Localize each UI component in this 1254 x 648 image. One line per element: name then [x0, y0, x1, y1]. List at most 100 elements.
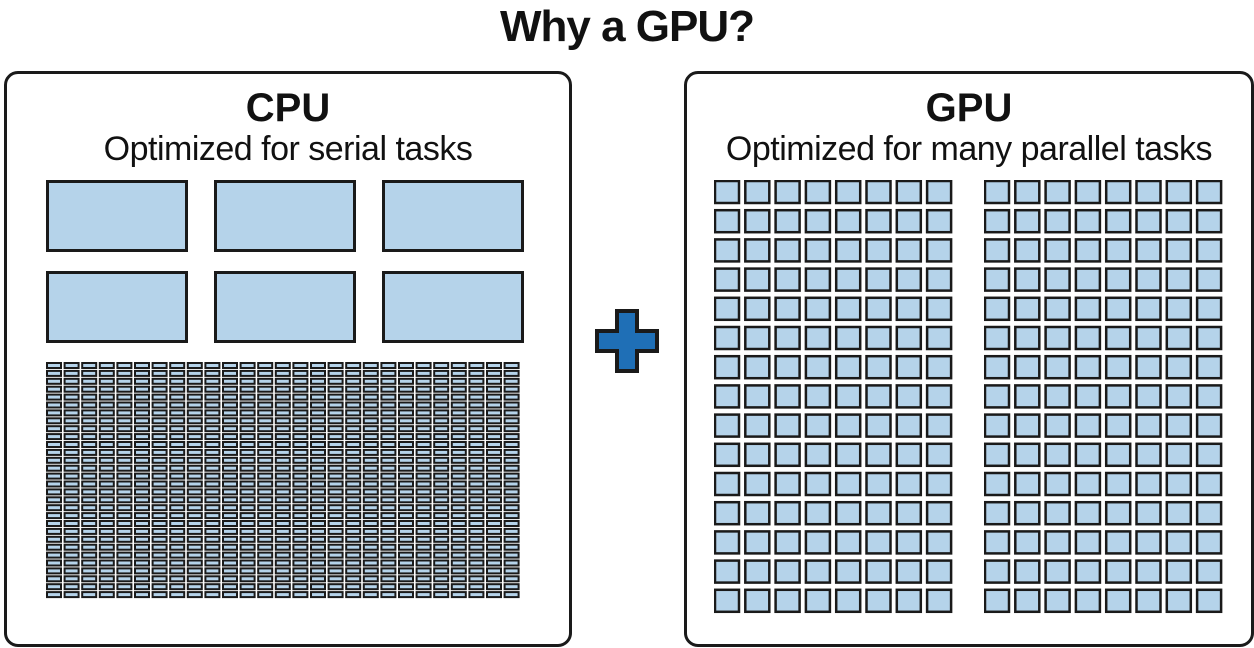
- cpu-cache-cell: [116, 567, 133, 575]
- cpu-cache-cell: [327, 567, 344, 575]
- cpu-cache-cell: [274, 417, 291, 425]
- gpu-core: [1165, 208, 1193, 234]
- cpu-cache-cell: [169, 520, 186, 527]
- gpu-core: [1135, 354, 1162, 380]
- cpu-cache-cell: [398, 369, 414, 377]
- cpu-cache-cell: [169, 512, 186, 520]
- cpu-cache-cell: [274, 591, 291, 599]
- cpu-cache-cell: [398, 583, 414, 591]
- cpu-cache-cell: [222, 488, 238, 496]
- gpu-core: [1014, 296, 1041, 322]
- gpu-core: [714, 413, 741, 438]
- cpu-cache-cell: [116, 369, 133, 377]
- gpu-core: [1195, 296, 1223, 322]
- cpu-cache-cell: [362, 472, 379, 480]
- cpu-cache-cell: [186, 527, 203, 535]
- gpu-core: [1165, 530, 1193, 555]
- gpu-core: [1044, 442, 1071, 468]
- cpu-cache-cell: [257, 535, 274, 543]
- cpu-cache-cell: [433, 456, 450, 464]
- cpu-cache-cell: [433, 535, 450, 543]
- cpu-cache-cell: [327, 409, 344, 417]
- cpu-cache-cell: [503, 448, 520, 456]
- gpu-core: [834, 588, 862, 614]
- cpu-cache-cell: [204, 441, 221, 448]
- cpu-cache-cell: [398, 527, 414, 535]
- cpu-cache-cell: [98, 417, 115, 425]
- cpu-cache-cell: [292, 551, 309, 559]
- cpu-cache-cell: [169, 472, 186, 480]
- cpu-cache-cell: [46, 369, 62, 377]
- gpu-core: [774, 588, 801, 614]
- gpu-core: [984, 384, 1011, 409]
- gpu-core: [744, 238, 771, 263]
- cpu-cache-cell: [380, 488, 397, 496]
- cpu-cache-cell: [486, 520, 502, 527]
- gpu-core: [714, 325, 741, 351]
- cpu-cache-cell: [151, 488, 168, 496]
- cpu-cache-cell: [186, 369, 203, 377]
- gpu-core: [714, 296, 741, 322]
- cpu-cache-cell: [503, 559, 520, 567]
- gpu-core: [865, 413, 892, 438]
- cpu-cache-cell: [503, 472, 520, 480]
- cpu-cache-cell: [292, 401, 309, 409]
- cpu-cache-cell: [486, 417, 502, 425]
- cpu-cache-cell: [257, 512, 274, 520]
- cpu-cache-cell: [116, 504, 133, 512]
- cpu-cache-cell: [222, 535, 238, 543]
- cpu-cache-cell: [503, 543, 520, 551]
- gpu-core: [984, 354, 1011, 380]
- cpu-cache-cell: [310, 464, 326, 472]
- gpu-core: [804, 354, 832, 380]
- cpu-cache-cell: [151, 456, 168, 464]
- cpu-cache-cell: [362, 448, 379, 456]
- cpu-cache-cell: [486, 559, 502, 567]
- gpu-core: [744, 471, 771, 497]
- cpu-cache-cell: [362, 417, 379, 425]
- cpu-cache-cell: [186, 520, 203, 527]
- gpu-core: [1135, 500, 1162, 526]
- cpu-cache-cell: [116, 409, 133, 417]
- cpu-cache-cell: [380, 527, 397, 535]
- cpu-cache-cell: [450, 472, 467, 480]
- cpu-cache-cell: [380, 401, 397, 409]
- gpu-core: [774, 530, 801, 555]
- cpu-cache-cell: [81, 472, 98, 480]
- cpu-cache-cell: [116, 393, 133, 401]
- cpu-cache-cell: [486, 425, 502, 433]
- cpu-cache-cell: [433, 496, 450, 504]
- cpu-cache-cell: [98, 591, 115, 599]
- cpu-cache-cell: [46, 409, 62, 417]
- cpu-cache-cell: [257, 575, 274, 583]
- cpu-cache-cell: [274, 441, 291, 448]
- gpu-core: [984, 530, 1011, 555]
- cpu-cache-cell: [169, 409, 186, 417]
- cpu-cache-cell: [274, 385, 291, 393]
- cpu-cache-cell: [486, 456, 502, 464]
- cpu-cache-cell: [345, 401, 362, 409]
- cpu-cache-cell: [98, 472, 115, 480]
- cpu-cache-cell: [310, 496, 326, 504]
- cpu-cache-cell: [274, 369, 291, 377]
- cpu-cache-cell: [46, 583, 62, 591]
- cpu-cache-cell: [274, 433, 291, 441]
- cpu-cache-cell: [362, 377, 379, 385]
- cpu-cache-cell: [98, 362, 115, 369]
- cpu-cache-cell: [327, 448, 344, 456]
- cpu-cache-cell: [380, 409, 397, 417]
- cpu-cache-cell: [380, 583, 397, 591]
- gpu-core: [1195, 267, 1223, 292]
- gpu-core: [895, 588, 923, 614]
- cpu-cache-cell: [310, 425, 326, 433]
- cpu-cache-cell: [63, 425, 80, 433]
- cpu-cache-cell: [468, 425, 485, 433]
- cpu-cache-cell: [450, 385, 467, 393]
- cpu-cache-cell: [257, 409, 274, 417]
- cpu-cache-cell: [239, 535, 256, 543]
- cpu-cache-cell: [327, 433, 344, 441]
- cpu-cache-cell: [433, 512, 450, 520]
- gpu-core: [1195, 530, 1223, 555]
- cpu-cache-cell: [292, 591, 309, 599]
- cpu-cache-cell: [362, 543, 379, 551]
